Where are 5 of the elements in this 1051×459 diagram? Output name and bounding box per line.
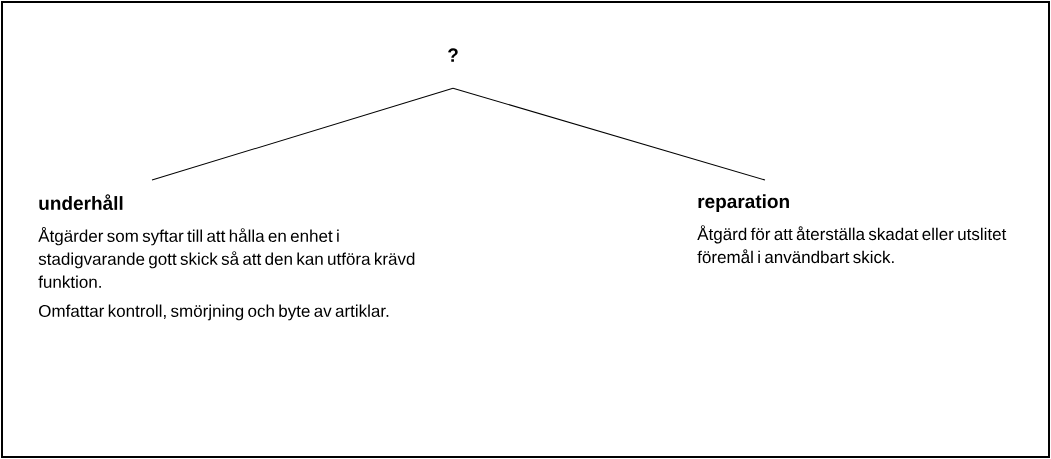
root-label: ? bbox=[448, 48, 458, 62]
term-definition: underhåll Åtgärder som syftar till att hålla en enhet i stadigvarande gott skick så att den kan utföra krävd funktion. Omfattar kontroll, smörjning och byte av artiklar. bbox=[38, 194, 415, 321]
term-definition: reparation Åtgärd för att återställa skadat eller utslitet föremål i användbart skick. bbox=[697, 194, 1007, 264]
branch-line bbox=[452, 87, 766, 181]
branch-line bbox=[151, 87, 454, 181]
